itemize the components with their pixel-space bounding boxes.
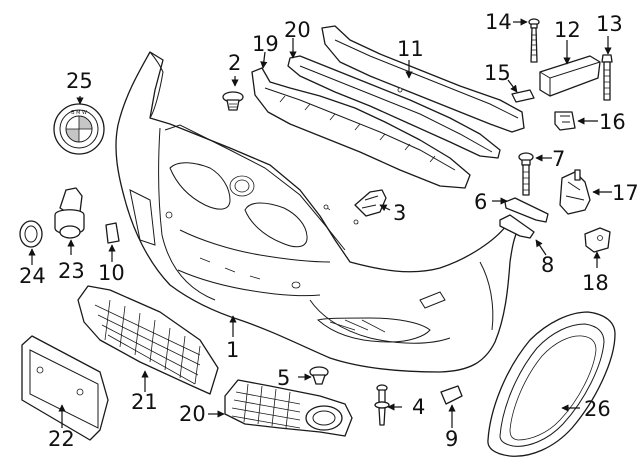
callout-1: 1 xyxy=(226,338,239,362)
park-sensor xyxy=(54,187,85,239)
leader-lines xyxy=(28,18,612,428)
callout-22: 22 xyxy=(48,427,75,451)
callout-17: 17 xyxy=(612,181,639,205)
side-trim xyxy=(487,311,616,457)
bolt-13 xyxy=(601,54,613,101)
guide-strip-8 xyxy=(499,214,535,239)
callout-20-lower: 20 xyxy=(179,402,206,426)
callout-24: 24 xyxy=(19,264,46,288)
callout-18: 18 xyxy=(582,271,609,295)
clip-block xyxy=(584,227,611,253)
callout-19: 19 xyxy=(252,32,279,56)
callout-21: 21 xyxy=(131,390,158,414)
push-clip xyxy=(222,91,244,111)
callout-11: 11 xyxy=(397,37,424,61)
callout-2: 2 xyxy=(228,51,241,75)
side-bracket xyxy=(559,169,591,215)
callout-25: 25 xyxy=(66,69,93,93)
mount-bracket xyxy=(354,189,387,217)
callout-7: 7 xyxy=(552,147,565,171)
callout-16: 16 xyxy=(599,110,626,134)
callout-4: 4 xyxy=(412,395,425,419)
callout-20-upper: 20 xyxy=(284,18,311,42)
bolt-14 xyxy=(528,18,540,63)
callout-23: 23 xyxy=(58,259,85,283)
bumper-cover xyxy=(115,51,519,373)
sensor-ring xyxy=(19,220,43,248)
bumper-carrier-strip xyxy=(287,55,501,159)
callout-14: 14 xyxy=(485,10,512,34)
callout-3: 3 xyxy=(393,201,406,225)
bolt-7 xyxy=(518,152,534,196)
callout-6: 6 xyxy=(474,190,487,214)
screw-4 xyxy=(374,384,390,426)
adhesive-pad xyxy=(105,222,120,244)
bmw-emblem: B M W xyxy=(53,103,105,155)
guide-strip-6 xyxy=(504,197,549,223)
impact-absorber xyxy=(251,67,471,189)
callout-9: 9 xyxy=(445,427,458,451)
callout-26: 26 xyxy=(584,397,611,421)
fog-grille-insert xyxy=(224,379,353,437)
callout-13: 13 xyxy=(596,12,623,36)
reinforcement-bar xyxy=(321,25,525,133)
clip-5 xyxy=(309,366,329,385)
callout-labels: 1 2 3 4 5 6 7 8 9 10 11 12 13 14 15 16 1… xyxy=(19,10,639,451)
callout-12: 12 xyxy=(554,18,581,42)
svg-text:B M W: B M W xyxy=(71,110,87,116)
callout-8: 8 xyxy=(541,253,554,277)
spring-clip xyxy=(554,111,576,131)
license-plate-base xyxy=(21,335,109,441)
tow-cap xyxy=(440,385,463,405)
callout-15: 15 xyxy=(484,61,511,85)
support-bracket xyxy=(539,55,601,97)
lower-grille xyxy=(77,285,219,395)
callout-5: 5 xyxy=(277,366,290,390)
small-plate xyxy=(511,89,535,103)
callout-10: 10 xyxy=(98,261,125,285)
